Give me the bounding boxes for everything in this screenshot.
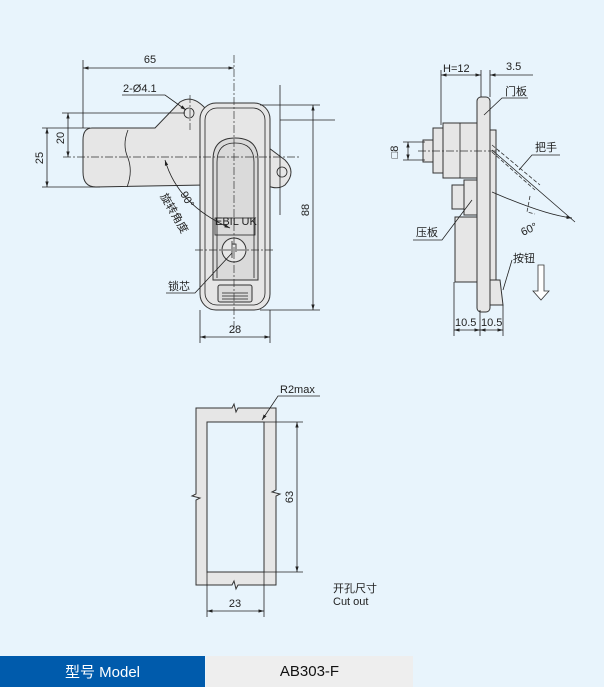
dim-20: 20 (55, 132, 67, 144)
dim-63: 63 (284, 491, 296, 503)
dim-25: 25 (34, 152, 46, 164)
dim-hole: 2-Ø4.1 (123, 83, 157, 95)
side-view: 60° H=12 3.5 □8 门板 把手 压板 按钮 10.5 10.5 (389, 61, 576, 336)
cutout-title-cn: 开孔尺寸 (333, 581, 377, 595)
press-plate-label: 压板 (416, 225, 438, 239)
dim-88: 88 (300, 204, 312, 216)
model-label: 型号 Model (0, 656, 205, 687)
rotation-angle: 90° (177, 190, 196, 210)
cutout-title-en: Cut out (333, 596, 368, 608)
cutout-view: 63 23 R2max 开孔尺寸 Cut out (190, 384, 377, 617)
dim-10-5-left: 10.5 (455, 317, 476, 329)
radius-label: R2max (280, 384, 315, 396)
angle-60: 60° (519, 221, 539, 239)
cutout-plate (190, 402, 282, 591)
lock-core-label: 锁芯 (168, 279, 190, 293)
button-label: 按钮 (513, 251, 535, 265)
side-button (489, 279, 504, 306)
door-panel-label: 门板 (505, 84, 527, 98)
press-arrow-icon (532, 264, 550, 301)
dim-65: 65 (144, 54, 156, 66)
technical-drawing: 65 2-Ø4.1 20 25 88 28 90° 旋转角度 EBIL UK 锁… (34, 54, 576, 617)
press-plate (463, 179, 478, 216)
dim-d8: □8 (389, 146, 401, 159)
handle-label: 把手 (535, 140, 557, 154)
dim-28: 28 (229, 324, 241, 336)
front-view: 65 2-Ø4.1 20 25 88 28 90° 旋转角度 EBIL UK 锁… (34, 54, 335, 343)
push-button (217, 284, 253, 303)
dim-23: 23 (229, 598, 241, 610)
lever-arm (82, 98, 206, 188)
right-ear (264, 143, 292, 189)
dim-10-5-right: 10.5 (481, 317, 502, 329)
dim-3-5: 3.5 (506, 61, 521, 73)
dim-h12: H=12 (443, 63, 470, 75)
brand-text: EBIL UK (215, 216, 257, 228)
door-panel (476, 96, 491, 313)
model-value: AB303-F (206, 656, 413, 687)
